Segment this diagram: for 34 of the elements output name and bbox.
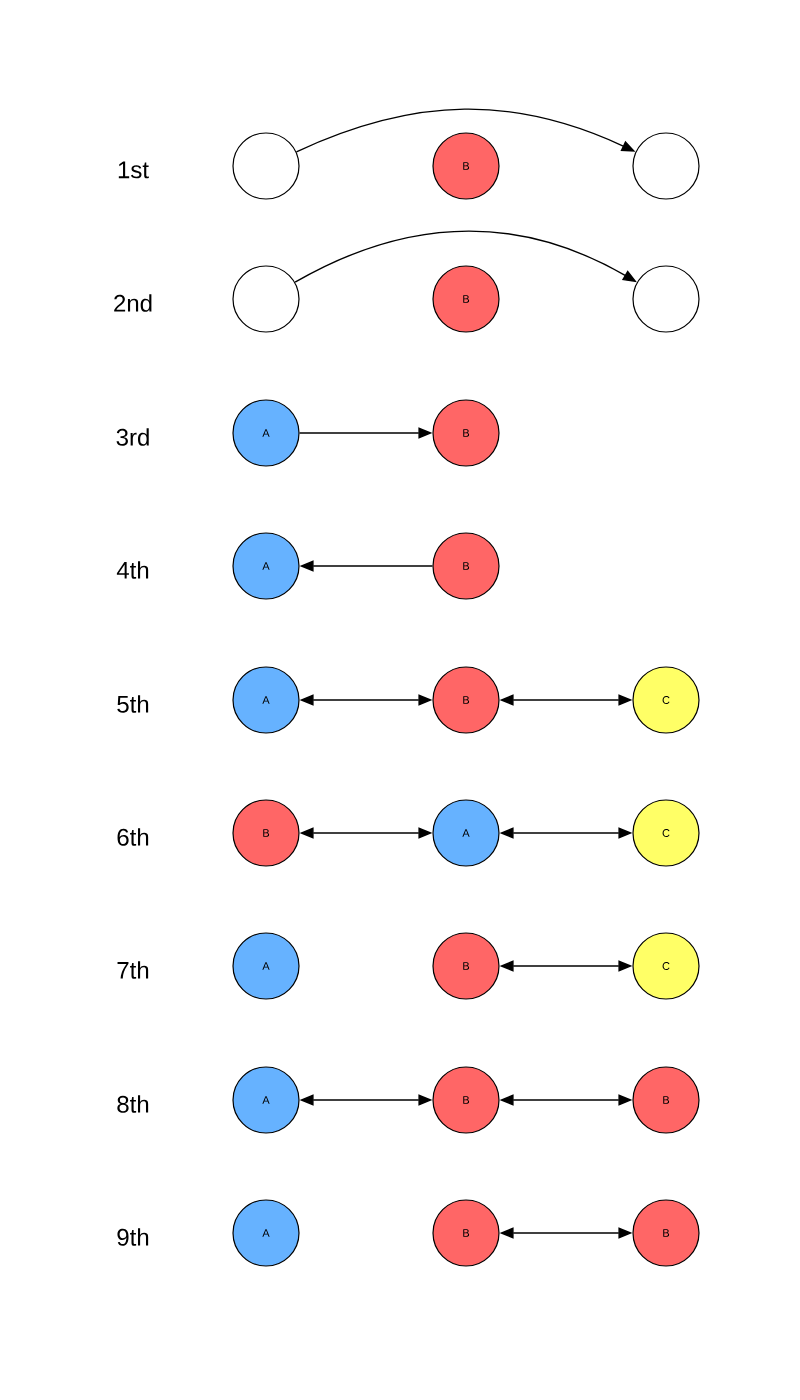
empty-circle — [632, 265, 700, 333]
circle-node: A — [432, 799, 500, 867]
circle-node: B — [432, 265, 500, 333]
circle-node: C — [632, 666, 700, 734]
row-label: 9th — [117, 1228, 149, 1246]
empty-circle — [632, 132, 700, 200]
circle-node: B — [432, 132, 500, 200]
circle-node: B — [432, 932, 500, 1000]
row-label: 7th — [117, 961, 149, 979]
row-label: 6th — [117, 828, 149, 846]
empty-circle — [232, 132, 300, 200]
circle-node: A — [232, 1066, 300, 1134]
circle-node: C — [632, 799, 700, 867]
circle-node: A — [232, 399, 300, 467]
row-label: 8th — [117, 1095, 149, 1113]
circle-node: A — [232, 932, 300, 1000]
row-label: 2nd — [114, 294, 152, 312]
circle-node: B — [432, 1199, 500, 1267]
circle-node: C — [632, 932, 700, 1000]
circle-node: B — [432, 666, 500, 734]
circle-node: B — [632, 1066, 700, 1134]
row-label: 3rd — [116, 428, 149, 446]
circle-node: B — [432, 1066, 500, 1134]
circle-node: B — [232, 799, 300, 867]
circle-node: A — [232, 666, 300, 734]
circle-node: B — [432, 399, 500, 467]
row-label: 1st — [118, 161, 149, 179]
circle-node: A — [232, 532, 300, 600]
row-label: 5th — [117, 695, 149, 713]
circle-node: A — [232, 1199, 300, 1267]
circle-node: B — [432, 532, 500, 600]
empty-circle — [232, 265, 300, 333]
row-label: 4th — [116, 561, 149, 579]
circle-node: B — [632, 1199, 700, 1267]
